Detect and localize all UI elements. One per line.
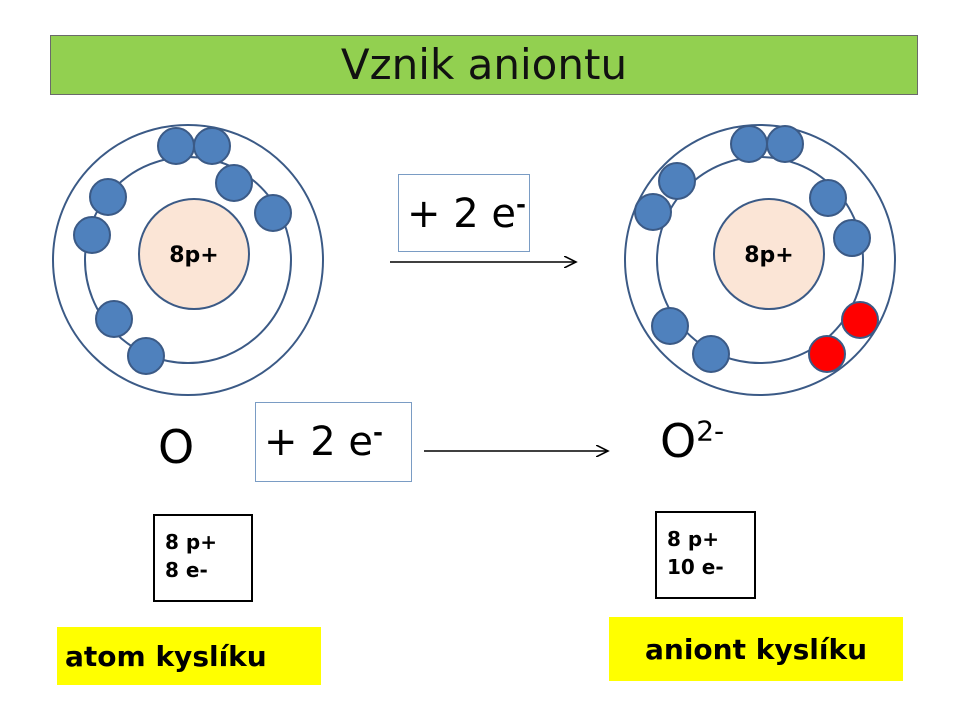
element-symbol: O xyxy=(158,420,195,474)
oxygen-anion-model: 8p+ xyxy=(624,124,896,396)
reaction-box-top: + 2 e- xyxy=(398,174,530,252)
atom-symbol: O xyxy=(158,424,194,470)
nucleus-label: 8p+ xyxy=(744,243,794,268)
electron xyxy=(809,179,847,217)
electron-count: 10 e- xyxy=(667,555,724,579)
electron xyxy=(193,127,231,165)
atom-label-text: atom kyslíku xyxy=(65,639,267,673)
proton-count: 8 p+ xyxy=(165,530,217,554)
atom-label: atom kyslíku xyxy=(57,627,321,685)
added-electrons xyxy=(808,301,879,373)
electron xyxy=(833,219,871,257)
reaction-box-middle: + 2 e- xyxy=(255,402,412,482)
electron xyxy=(127,337,165,375)
element-symbol: O xyxy=(660,414,697,468)
nucleus xyxy=(713,198,825,310)
anion-particle-counts: 8 p+ 10 e- xyxy=(655,511,756,599)
electron-count: 8 e- xyxy=(165,558,208,582)
electron xyxy=(730,125,768,163)
electron-charge: - xyxy=(516,190,526,219)
reaction-text: + 2 e xyxy=(407,191,517,237)
added-electron xyxy=(808,335,846,373)
outer-orbit xyxy=(624,124,896,396)
anion-label-text: aniont kyslíku xyxy=(644,632,868,666)
electron-charge: - xyxy=(373,418,383,447)
anion-symbol: O2- xyxy=(660,414,725,464)
electron xyxy=(692,335,730,373)
electron xyxy=(89,178,127,216)
ion-charge: 2- xyxy=(696,414,725,448)
electron xyxy=(766,125,804,163)
reaction-text: + 2 e xyxy=(264,419,374,465)
proton-count: 8 p+ xyxy=(667,527,719,551)
page-title: Vznik aniontu xyxy=(340,40,628,89)
electron xyxy=(215,164,253,202)
electron xyxy=(658,162,696,200)
electron xyxy=(95,300,133,338)
nucleus xyxy=(138,198,250,310)
electron xyxy=(254,194,292,232)
electron xyxy=(634,193,672,231)
anion-label: aniont kyslíku xyxy=(609,617,903,681)
nucleus-label: 8p+ xyxy=(169,243,219,268)
electrons xyxy=(73,127,292,375)
electron xyxy=(651,307,689,345)
electrons xyxy=(634,125,871,373)
added-electron xyxy=(841,301,879,339)
electron xyxy=(73,216,111,254)
electron xyxy=(157,127,195,165)
atom-particle-counts: 8 p+ 8 e- xyxy=(153,514,253,602)
outer-orbit xyxy=(52,124,324,396)
oxygen-atom-model: 8p+ xyxy=(52,124,324,396)
title-bar: Vznik aniontu xyxy=(50,35,918,95)
